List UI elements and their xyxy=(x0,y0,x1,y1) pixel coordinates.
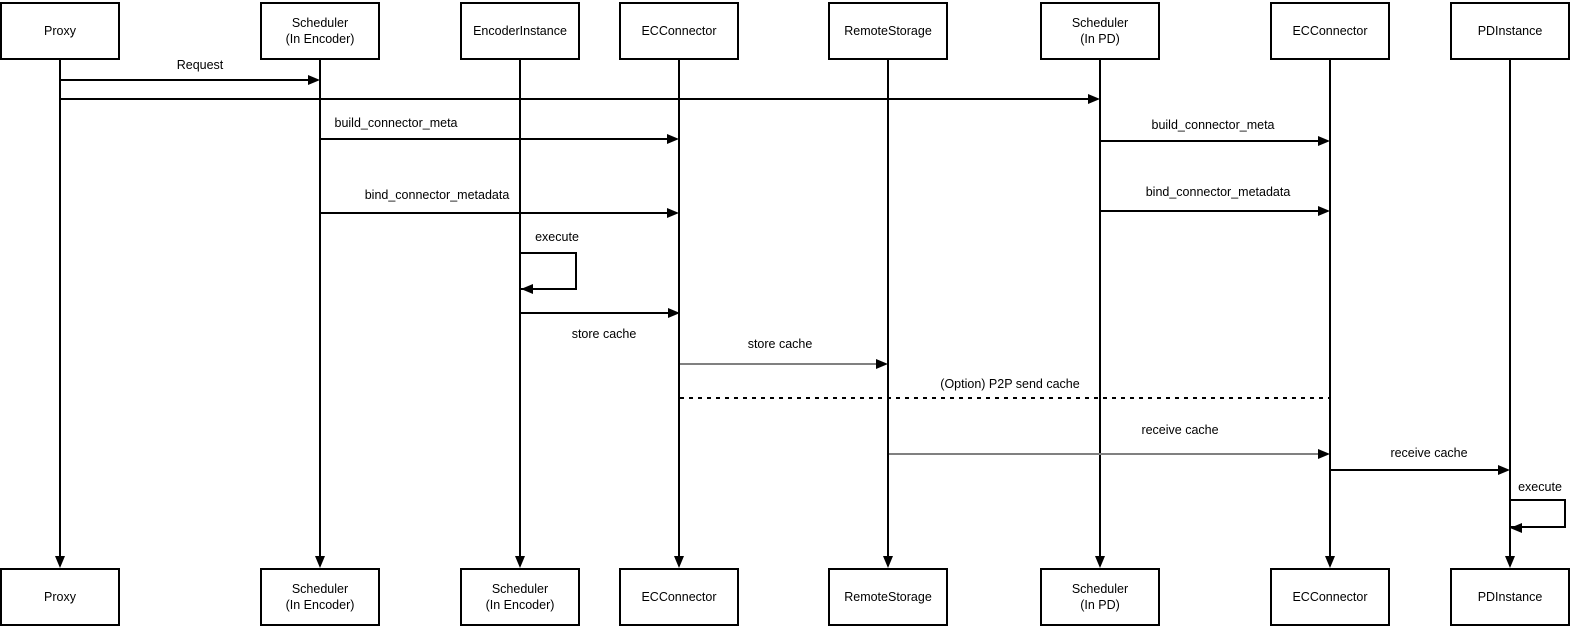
actor-top-pdinstance: PDInstance xyxy=(1450,2,1570,60)
message-label-execute-pd: execute xyxy=(1518,480,1562,494)
message-label-store-cache-storage: store cache xyxy=(747,337,813,351)
actor-label-line: Scheduler xyxy=(491,582,549,596)
actor-label-line: (In Encoder) xyxy=(285,598,355,612)
actor-label-line: Scheduler xyxy=(291,16,349,30)
actor-bottom-proxy: Proxy xyxy=(0,568,120,626)
actor-label-line: EncoderInstance xyxy=(473,24,567,38)
message-build-connector-meta-encoder-line xyxy=(321,138,667,140)
message-label-build-connector-meta-encoder: build_connector_meta xyxy=(334,116,458,130)
message-execute-pd-self-loop xyxy=(1510,499,1566,528)
lifeline-scheduler-pd xyxy=(1099,60,1101,558)
actor-bottom-scheduler-encoder-2: Scheduler (In Encoder) xyxy=(460,568,580,626)
actor-label-line: RemoteStorage xyxy=(844,24,932,38)
actor-bottom-pdinstance: PDInstance xyxy=(1450,568,1570,626)
message-label-p2p-send-cache: (Option) P2P send cache xyxy=(940,377,1080,391)
message-request-line xyxy=(61,79,308,81)
message-store-cache-encoder-line xyxy=(521,312,668,314)
lifeline-proxy xyxy=(59,60,61,558)
lifeline-remotestorage xyxy=(887,60,889,558)
actor-bottom-scheduler-encoder: Scheduler (In Encoder) xyxy=(260,568,380,626)
message-receive-cache-pdinstance-line xyxy=(1331,469,1498,471)
arrowhead-right-icon xyxy=(1088,94,1100,104)
arrowhead-right-icon xyxy=(1318,136,1330,146)
actor-label-line: (In Encoder) xyxy=(285,32,355,46)
lifeline-arrowhead-down-icon xyxy=(515,556,525,568)
actor-bottom-remotestorage: RemoteStorage xyxy=(828,568,948,626)
lifeline-arrowhead-down-icon xyxy=(1325,556,1335,568)
lifeline-arrowhead-down-icon xyxy=(1095,556,1105,568)
lifeline-arrowhead-down-icon xyxy=(315,556,325,568)
actor-label-line: (In PD) xyxy=(1080,32,1120,46)
actor-label-line: (In PD) xyxy=(1080,598,1120,612)
actor-bottom-ecconnector-pd: ECConnector xyxy=(1270,568,1390,626)
message-receive-cache-storage-line xyxy=(889,453,1318,455)
message-label-bind-connector-metadata-encoder: bind_connector_metadata xyxy=(364,188,510,202)
arrowhead-right-icon xyxy=(667,208,679,218)
lifeline-pdinstance xyxy=(1509,60,1511,558)
actor-top-encoderinstance: EncoderInstance xyxy=(460,2,580,60)
message-label-store-cache-encoder: store cache xyxy=(571,327,637,341)
actor-label-line: PDInstance xyxy=(1477,24,1543,38)
actor-label-line: Proxy xyxy=(44,590,76,604)
actor-label-line: ECConnector xyxy=(641,24,717,38)
arrowhead-right-icon xyxy=(668,308,680,318)
actor-top-ecconnector-pd: ECConnector xyxy=(1270,2,1390,60)
actor-label-line: Scheduler xyxy=(291,582,349,596)
message-proxy-to-scheduler-pd-line xyxy=(61,98,1088,100)
message-bind-connector-metadata-pd-line xyxy=(1101,210,1318,212)
actor-label-line: RemoteStorage xyxy=(844,590,932,604)
message-bind-connector-metadata-encoder-line xyxy=(321,212,667,214)
actor-label-line: Scheduler xyxy=(1071,582,1129,596)
actor-label-line: ECConnector xyxy=(641,590,717,604)
actor-top-ecconnector-encoder: ECConnector xyxy=(619,2,739,60)
actor-label-line: ECConnector xyxy=(1292,590,1368,604)
lifeline-encoderinstance xyxy=(519,60,521,558)
arrowhead-right-icon xyxy=(1498,465,1510,475)
message-label-receive-cache-pdinstance: receive cache xyxy=(1390,446,1468,460)
message-p2p-send-cache-line xyxy=(680,397,1329,399)
actor-bottom-scheduler-pd: Scheduler (In PD) xyxy=(1040,568,1160,626)
message-label-bind-connector-metadata-pd: bind_connector_metadata xyxy=(1145,185,1291,199)
arrowhead-left-icon xyxy=(521,284,533,294)
arrowhead-right-icon xyxy=(1318,206,1330,216)
actor-top-scheduler-encoder: Scheduler (In Encoder) xyxy=(260,2,380,60)
actor-bottom-ecconnector-encoder: ECConnector xyxy=(619,568,739,626)
actor-label-line: PDInstance xyxy=(1477,590,1543,604)
message-store-cache-storage-line xyxy=(680,363,876,365)
arrowhead-left-icon xyxy=(1510,523,1522,533)
arrowhead-right-icon xyxy=(308,75,320,85)
message-execute-encoder-self-loop xyxy=(521,252,577,290)
message-label-request: Request xyxy=(176,58,224,72)
actor-top-scheduler-pd: Scheduler (In PD) xyxy=(1040,2,1160,60)
actor-top-proxy: Proxy xyxy=(0,2,120,60)
arrowhead-right-icon xyxy=(876,359,888,369)
message-build-connector-meta-pd-line xyxy=(1101,140,1318,142)
lifeline-arrowhead-down-icon xyxy=(674,556,684,568)
lifeline-arrowhead-down-icon xyxy=(1505,556,1515,568)
actor-label-line: (In Encoder) xyxy=(485,598,555,612)
message-label-execute-encoder: execute xyxy=(535,230,579,244)
message-label-build-connector-meta-pd: build_connector_meta xyxy=(1151,118,1275,132)
actor-label-line: ECConnector xyxy=(1292,24,1368,38)
lifeline-arrowhead-down-icon xyxy=(55,556,65,568)
arrowhead-right-icon xyxy=(667,134,679,144)
lifeline-ecconnector-pd xyxy=(1329,60,1331,558)
lifeline-arrowhead-down-icon xyxy=(883,556,893,568)
lifeline-scheduler-encoder xyxy=(319,60,321,558)
actor-top-remotestorage: RemoteStorage xyxy=(828,2,948,60)
message-label-receive-cache-storage: receive cache xyxy=(1141,423,1219,437)
arrowhead-right-icon xyxy=(1318,449,1330,459)
actor-label-line: Scheduler xyxy=(1071,16,1129,30)
actor-label-line: Proxy xyxy=(44,24,76,38)
